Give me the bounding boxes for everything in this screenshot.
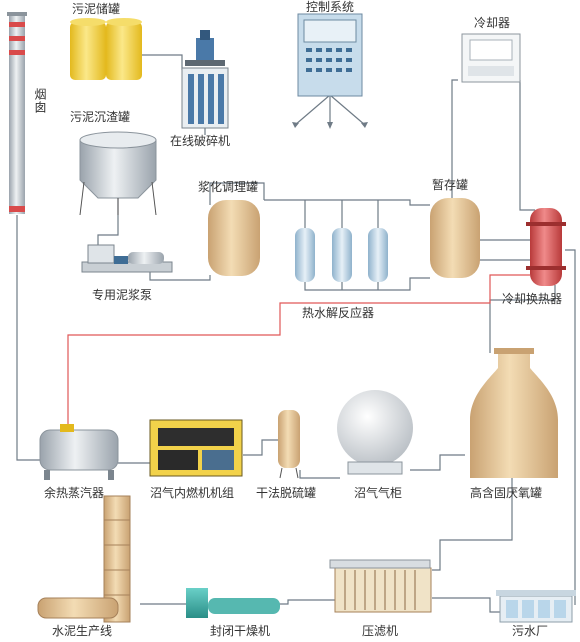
hydrolysis-reactors-illustration [295,228,388,282]
gas-holder-illustration [337,390,413,475]
chimney-illustration [7,12,27,214]
label-biogas-engine: 沼气内燃机机组 [150,486,235,500]
label-temporary-tank: 暂存罐 [432,178,469,192]
slurry-tank-illustration [208,200,260,276]
crusher-illustration [181,30,229,129]
label-cement-line: 水泥生产线 [52,624,113,638]
label-control-system: 控制系统 [306,0,355,14]
hot-water-loop [67,274,530,428]
label-hydrolysis-reactor: 热水解反应器 [302,306,375,320]
cooler-illustration [461,33,521,83]
sludge-storage-tanks-illustration [70,18,142,80]
dryer-illustration [186,588,280,618]
label-sludge-storage-tank: 污泥储罐 [72,2,121,16]
biogas-engine-illustration [149,419,243,477]
signal-arrows [292,122,368,129]
heat-exchanger-illustration [526,208,566,286]
label-slurry-tank: 浆化调理罐 [198,180,259,194]
temporary-tank-illustration [430,198,480,278]
label-sludge-settling-tank: 污泥沉渣罐 [70,110,131,124]
label-sealed-dryer: 封闭干燥机 [210,624,271,638]
label-chimney: 烟囱 [33,88,47,114]
label-cooling-exchanger: 冷却换热器 [502,292,563,306]
label-gas-holder: 沼气气柜 [354,486,403,500]
label-waste-heat-steam: 余热蒸汽器 [44,486,105,500]
control-panel-illustration [297,13,363,97]
label-cooler: 冷却器 [474,16,511,30]
label-sewage-plant: 污水厂 [512,624,549,638]
filter-press-illustration [329,559,432,613]
cement-line-illustration [37,495,131,623]
anaerobic-tank-illustration [470,348,558,478]
label-dry-desulfurization: 干法脱硫罐 [256,486,317,500]
label-filter-press: 压滤机 [362,624,399,638]
desulfurization-tank-illustration [278,410,300,479]
sewage-plant-illustration [496,590,576,623]
pipe-network [16,54,576,613]
settling-tank-illustration [79,131,157,216]
label-anaerobic-tank: 高含固厌氧罐 [470,486,543,500]
label-online-crusher: 在线破碎机 [170,134,231,148]
label-special-pump: 专用泥浆泵 [92,288,153,302]
waste-heat-boiler-illustration [39,424,119,480]
slurry-pump-illustration [81,244,173,273]
